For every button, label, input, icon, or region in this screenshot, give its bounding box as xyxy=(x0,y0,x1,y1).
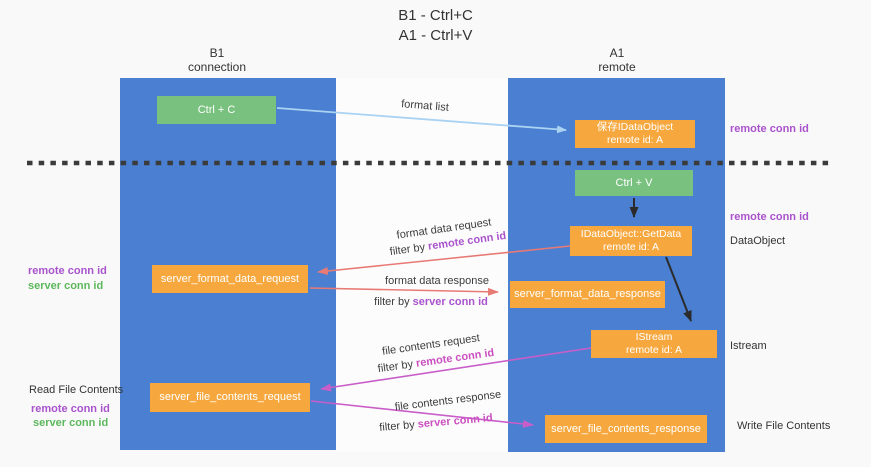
dataobject-annotation: DataObject xyxy=(730,235,786,247)
lane-header-b1: B1 connection xyxy=(117,46,317,74)
ctrl-c-label: Ctrl + C xyxy=(197,103,236,116)
filter-by-text-2: filter by xyxy=(374,296,410,308)
node-istream: IStream remote id: A xyxy=(591,330,717,358)
write-file-contents-annotation: Write File Contents xyxy=(737,420,831,432)
node-idataobject-getdata: IDataObject::GetData remote id: A xyxy=(570,226,692,256)
server-format-data-request-label: server_format_data_request xyxy=(160,272,300,285)
server-conn-id-text-1: server conn id xyxy=(412,296,488,308)
format-data-response-label: format data response xyxy=(385,275,489,287)
left-server-conn-id-annotation: server conn id xyxy=(28,280,104,292)
save-idataobject-line1: 保存IDataObject xyxy=(596,121,674,133)
node-ctrl-c: Ctrl + C xyxy=(157,96,276,124)
node-ctrl-v: Ctrl + V xyxy=(575,170,693,196)
lane-b1-name: B1 xyxy=(209,46,225,60)
title-line-2: A1 - Ctrl+V xyxy=(398,27,473,44)
read-file-contents-annotation: Read File Contents xyxy=(29,384,124,396)
getdata-line1: IDataObject::GetData xyxy=(580,228,682,240)
istream-line2: remote id: A xyxy=(625,344,683,356)
left-server-conn-id-annotation-2: server conn id xyxy=(33,417,109,429)
server-file-contents-request-label: server_file_contents_request xyxy=(159,391,301,403)
remote-conn-id-annotation-top: remote conn id xyxy=(730,123,809,135)
left-remote-conn-id-annotation: remote conn id xyxy=(28,265,107,277)
node-server-file-contents-request: server_file_contents_request xyxy=(150,383,310,412)
node-server-format-data-response: server_format_data_response xyxy=(510,281,665,308)
istream-line1: IStream xyxy=(635,331,673,343)
lane-b1-role: connection xyxy=(187,60,247,74)
node-save-idataobject: 保存IDataObject remote id: A xyxy=(575,120,695,148)
server-format-data-response-label: server_format_data_response xyxy=(514,288,661,300)
format-data-response-filter-label: filter by server conn id xyxy=(374,296,488,308)
ctrl-v-label: Ctrl + V xyxy=(615,176,653,189)
save-idataobject-line2: remote id: A xyxy=(606,134,664,146)
getdata-line2: remote id: A xyxy=(602,241,660,253)
diagram-title: B1 - Ctrl+C A1 - Ctrl+V xyxy=(0,6,871,46)
lane-a1-name: A1 xyxy=(609,46,625,60)
istream-annotation: Istream xyxy=(730,340,767,352)
remote-conn-id-annotation-mid: remote conn id xyxy=(730,211,809,223)
server-file-contents-response-label: server_file_contents_response xyxy=(551,422,701,435)
title-line-1: B1 - Ctrl+C xyxy=(398,7,473,24)
left-remote-conn-id-annotation-2: remote conn id xyxy=(31,403,110,415)
lane-a1-role: remote xyxy=(598,60,636,74)
node-server-file-contents-response: server_file_contents_response xyxy=(545,415,707,443)
node-server-format-data-request: server_format_data_request xyxy=(152,265,308,293)
lane-header-a1: A1 remote xyxy=(517,46,717,74)
